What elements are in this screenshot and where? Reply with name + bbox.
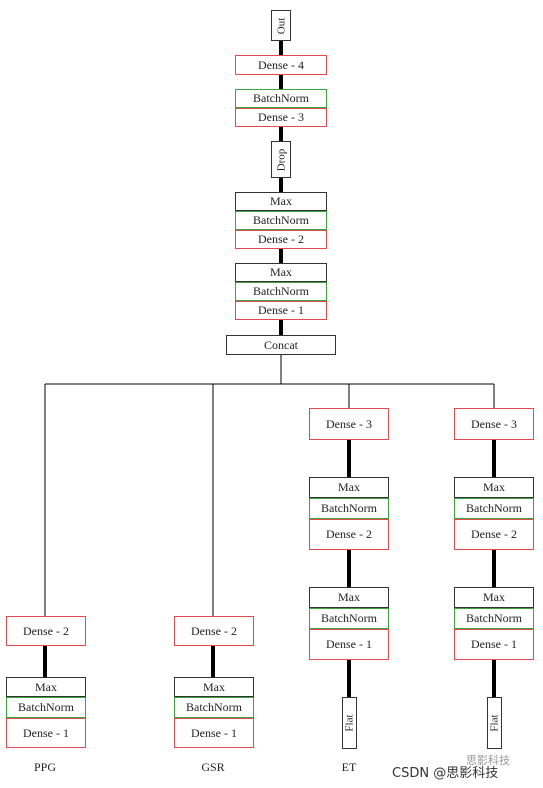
et-max-node: Max bbox=[309, 477, 389, 498]
et-dense2-node: Dense - 2 bbox=[309, 519, 389, 550]
dense4-node: Dense - 4 bbox=[235, 55, 327, 75]
fourth-max-node: Max bbox=[454, 477, 534, 498]
et-max-node: Max bbox=[309, 587, 389, 608]
max-node: Max bbox=[235, 192, 327, 211]
et-batchnorm-node: BatchNorm bbox=[309, 498, 389, 519]
out-label: Out bbox=[275, 17, 287, 34]
max-node: Max bbox=[235, 263, 327, 282]
dense3-node: Dense - 3 bbox=[235, 108, 327, 127]
ppg-dense1-node: Dense - 1 bbox=[6, 718, 86, 748]
et-batchnorm-node: BatchNorm bbox=[309, 608, 389, 629]
batchnorm-node: BatchNorm bbox=[235, 282, 327, 301]
et-flat-node: Flat bbox=[342, 697, 357, 749]
et-dense3-node: Dense - 3 bbox=[309, 408, 389, 440]
ppg-dense2-node: Dense - 2 bbox=[6, 616, 86, 646]
batchnorm-node: BatchNorm bbox=[235, 89, 327, 108]
dense1-node: Dense - 1 bbox=[235, 301, 327, 320]
fourth-dense2-node: Dense - 2 bbox=[454, 519, 534, 550]
gsr-label: GSR bbox=[201, 760, 225, 774]
fourth-batchnorm-node: BatchNorm bbox=[454, 498, 534, 519]
drop-label: Drop bbox=[275, 148, 288, 171]
fourth-dense1-node: Dense - 1 bbox=[454, 629, 534, 660]
fourth-flat-node: Flat bbox=[487, 697, 502, 749]
ppg-max-node: Max bbox=[6, 677, 86, 697]
watermark-faint: 思影科技 bbox=[466, 754, 510, 767]
gsr-dense1-node: Dense - 1 bbox=[174, 718, 254, 748]
out-node: Out bbox=[271, 10, 291, 41]
gsr-dense2-node: Dense - 2 bbox=[174, 616, 254, 646]
gsr-batchnorm-node: BatchNorm bbox=[174, 697, 254, 718]
fourth-flat-label: Flat bbox=[488, 714, 501, 732]
fourth-max-node: Max bbox=[454, 587, 534, 608]
dense2-node: Dense - 2 bbox=[235, 230, 327, 249]
batchnorm-node: BatchNorm bbox=[235, 211, 327, 230]
gsr-max-node: Max bbox=[174, 677, 254, 697]
ppg-label: PPG bbox=[33, 760, 56, 774]
fourth-batchnorm-node: BatchNorm bbox=[454, 608, 534, 629]
watermark: CSDN @思影科技 bbox=[392, 766, 499, 781]
concat-node: Concat bbox=[226, 335, 336, 355]
ppg-batchnorm-node: BatchNorm bbox=[6, 697, 86, 718]
fourth-dense3-node: Dense - 3 bbox=[454, 408, 534, 440]
et-dense1-node: Dense - 1 bbox=[309, 629, 389, 660]
et-label: ET bbox=[341, 760, 357, 774]
et-flat-label: Flat bbox=[343, 714, 356, 732]
drop-node: Drop bbox=[271, 141, 291, 178]
